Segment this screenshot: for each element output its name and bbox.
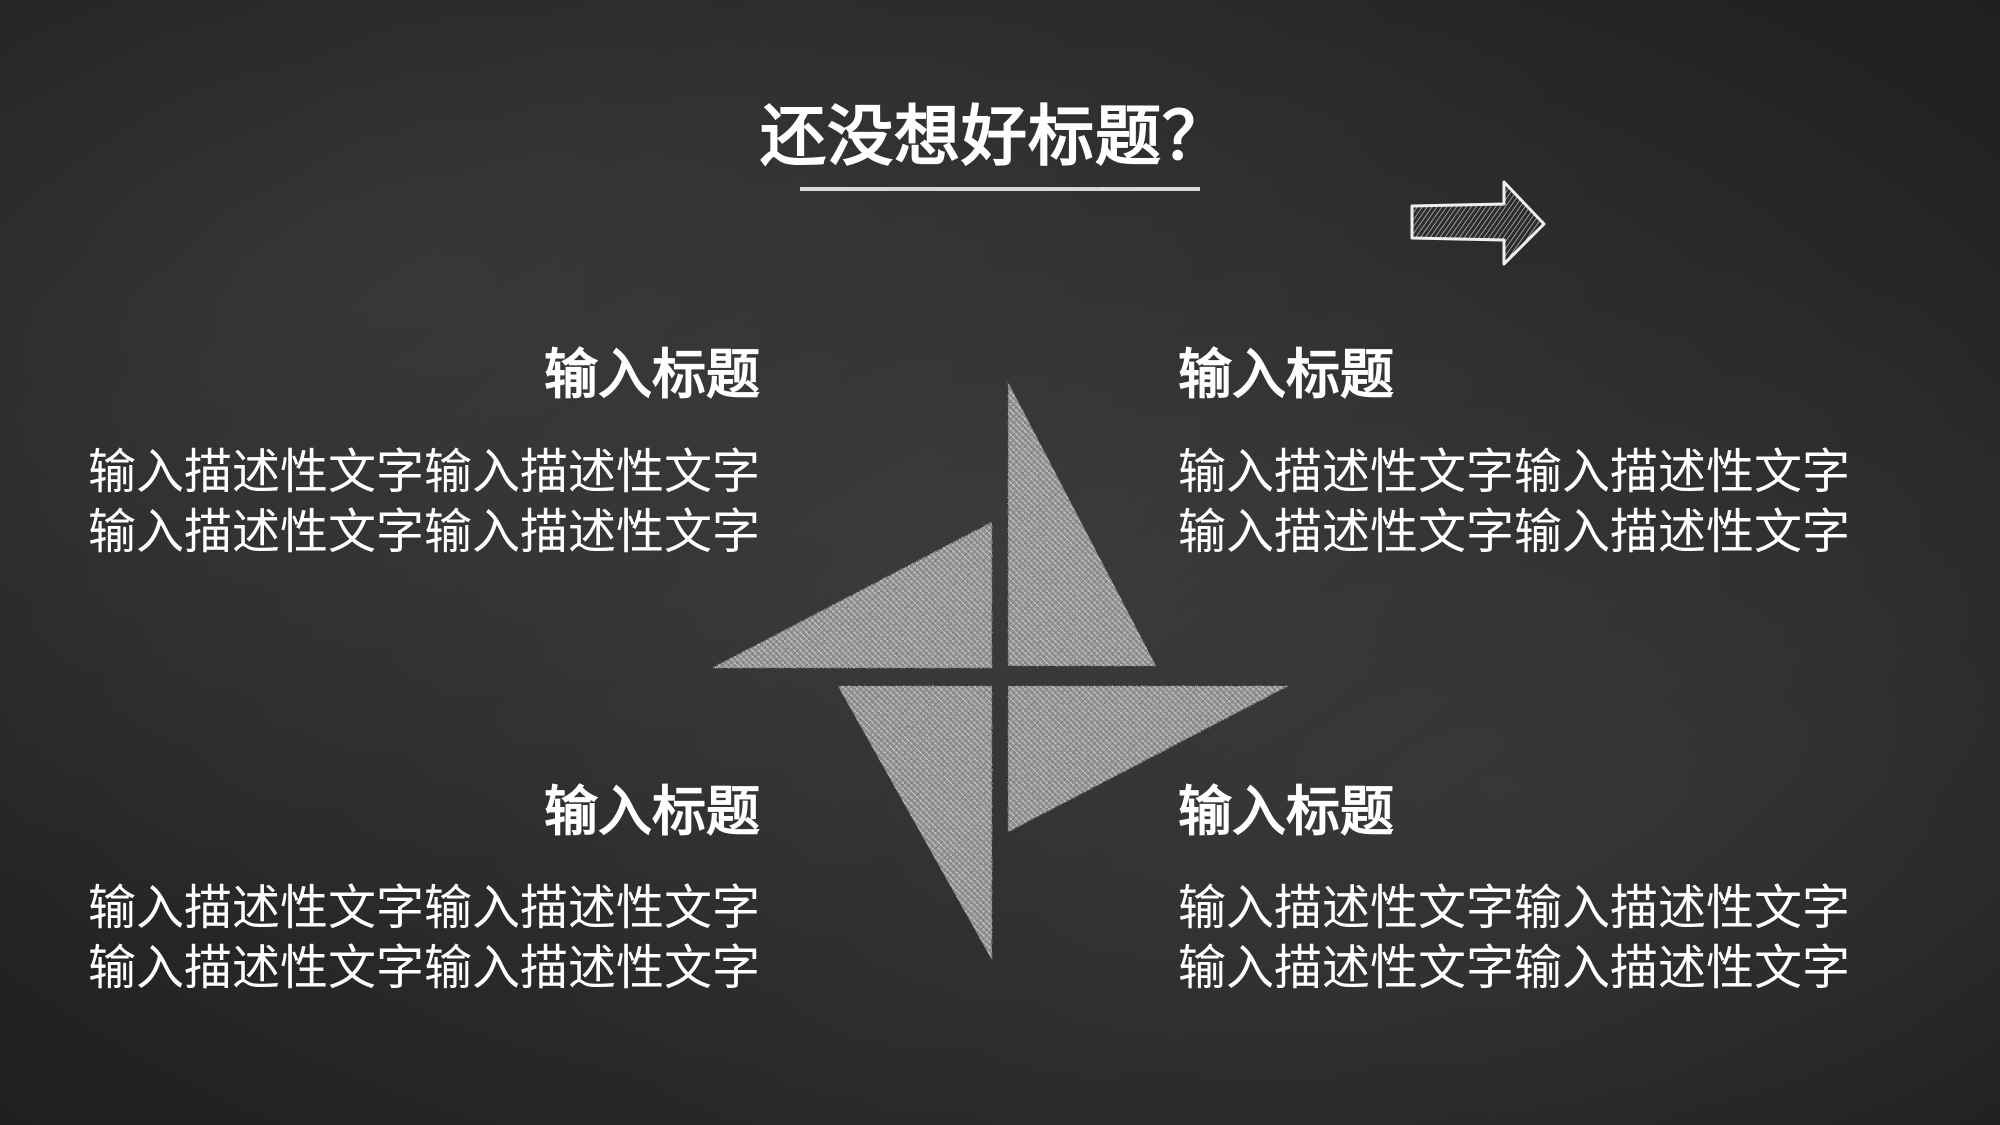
section-desc-line: 输入描述性文字输入描述性文字 xyxy=(1178,880,1851,936)
section-desc-line: 输入描述性文字输入描述性文字 xyxy=(1178,504,1851,560)
title-underline xyxy=(800,184,1200,194)
pinwheel-icon xyxy=(712,382,1288,960)
section-desc-line: 输入描述性文字输入描述性文字 xyxy=(87,504,760,560)
section-heading-top-left: 输入标题 xyxy=(544,343,760,406)
section-desc-line: 输入描述性文字输入描述性文字 xyxy=(87,880,760,936)
right-arrow-icon xyxy=(1410,180,1546,266)
page-title: 还没想好标题？ xyxy=(760,98,1229,175)
section-heading-top-right: 输入标题 xyxy=(1178,343,1394,406)
section-desc-line: 输入描述性文字输入描述性文字 xyxy=(1178,940,1851,996)
section-desc-line: 输入描述性文字输入描述性文字 xyxy=(87,940,760,996)
section-heading-bottom-right: 输入标题 xyxy=(1178,780,1394,843)
section-desc-line: 输入描述性文字输入描述性文字 xyxy=(87,444,760,500)
section-desc-line: 输入描述性文字输入描述性文字 xyxy=(1178,444,1851,500)
section-heading-bottom-left: 输入标题 xyxy=(544,780,760,843)
